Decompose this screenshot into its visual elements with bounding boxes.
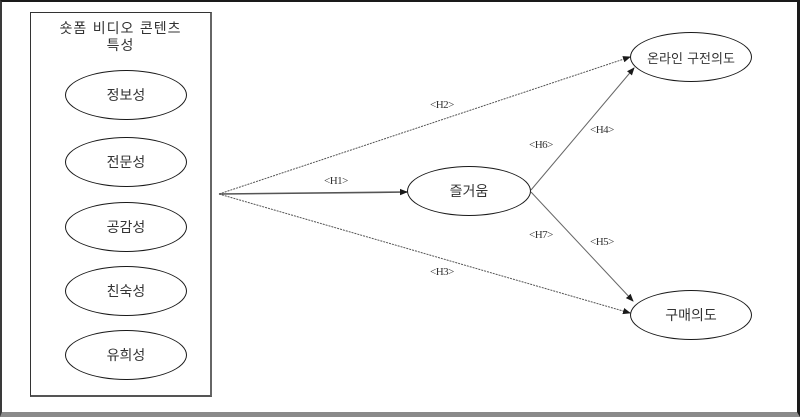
hypothesis-label-h7: <H7> [529,229,553,241]
arrow-h1 [218,188,408,196]
content-characteristics-group: 숏폼 비디오 콘텐츠 특성 [30,12,212,397]
hypothesis-label-h6: <H6> [529,139,553,151]
factor-expertise: 전문성 [65,137,187,187]
node-enjoyment: 즐거움 [407,166,531,216]
factor-empathy: 공감성 [65,202,187,252]
arrow-h4 [530,67,635,191]
node-label: 구매의도 [665,308,717,324]
factor-label: 유희성 [106,348,146,364]
group-title-line1: 숏폼 비디오 콘텐츠 [59,21,182,37]
hypothesis-label-h4: <H4> [590,124,614,136]
node-label: 즐거움 [449,184,489,200]
factor-familiarity: 친숙성 [65,266,187,316]
factor-label: 공감성 [106,220,146,236]
node-online-wom-intention: 온라인 구전의도 [630,32,752,82]
hypothesis-label-h3: <H3> [430,266,454,278]
hypothesis-label-h2: <H2> [430,99,454,111]
group-title: 숏폼 비디오 콘텐츠 특성 [31,21,210,55]
arrow-h5 [530,191,634,302]
group-title-line2: 특성 [106,38,135,54]
arrow-h3 [218,193,631,315]
factor-label: 전문성 [106,155,146,171]
node-label: 온라인 구전의도 [647,51,735,67]
factor-informativeness: 정보성 [65,70,187,120]
arrow-h2 [218,56,631,195]
factor-label: 정보성 [106,88,146,104]
factor-playfulness: 유희성 [65,330,187,380]
node-purchase-intention: 구매의도 [630,290,752,340]
hypothesis-label-h5: <H5> [590,236,614,248]
hypothesis-label-h1: <H1> [324,175,348,187]
factor-label: 친숙성 [106,284,146,300]
